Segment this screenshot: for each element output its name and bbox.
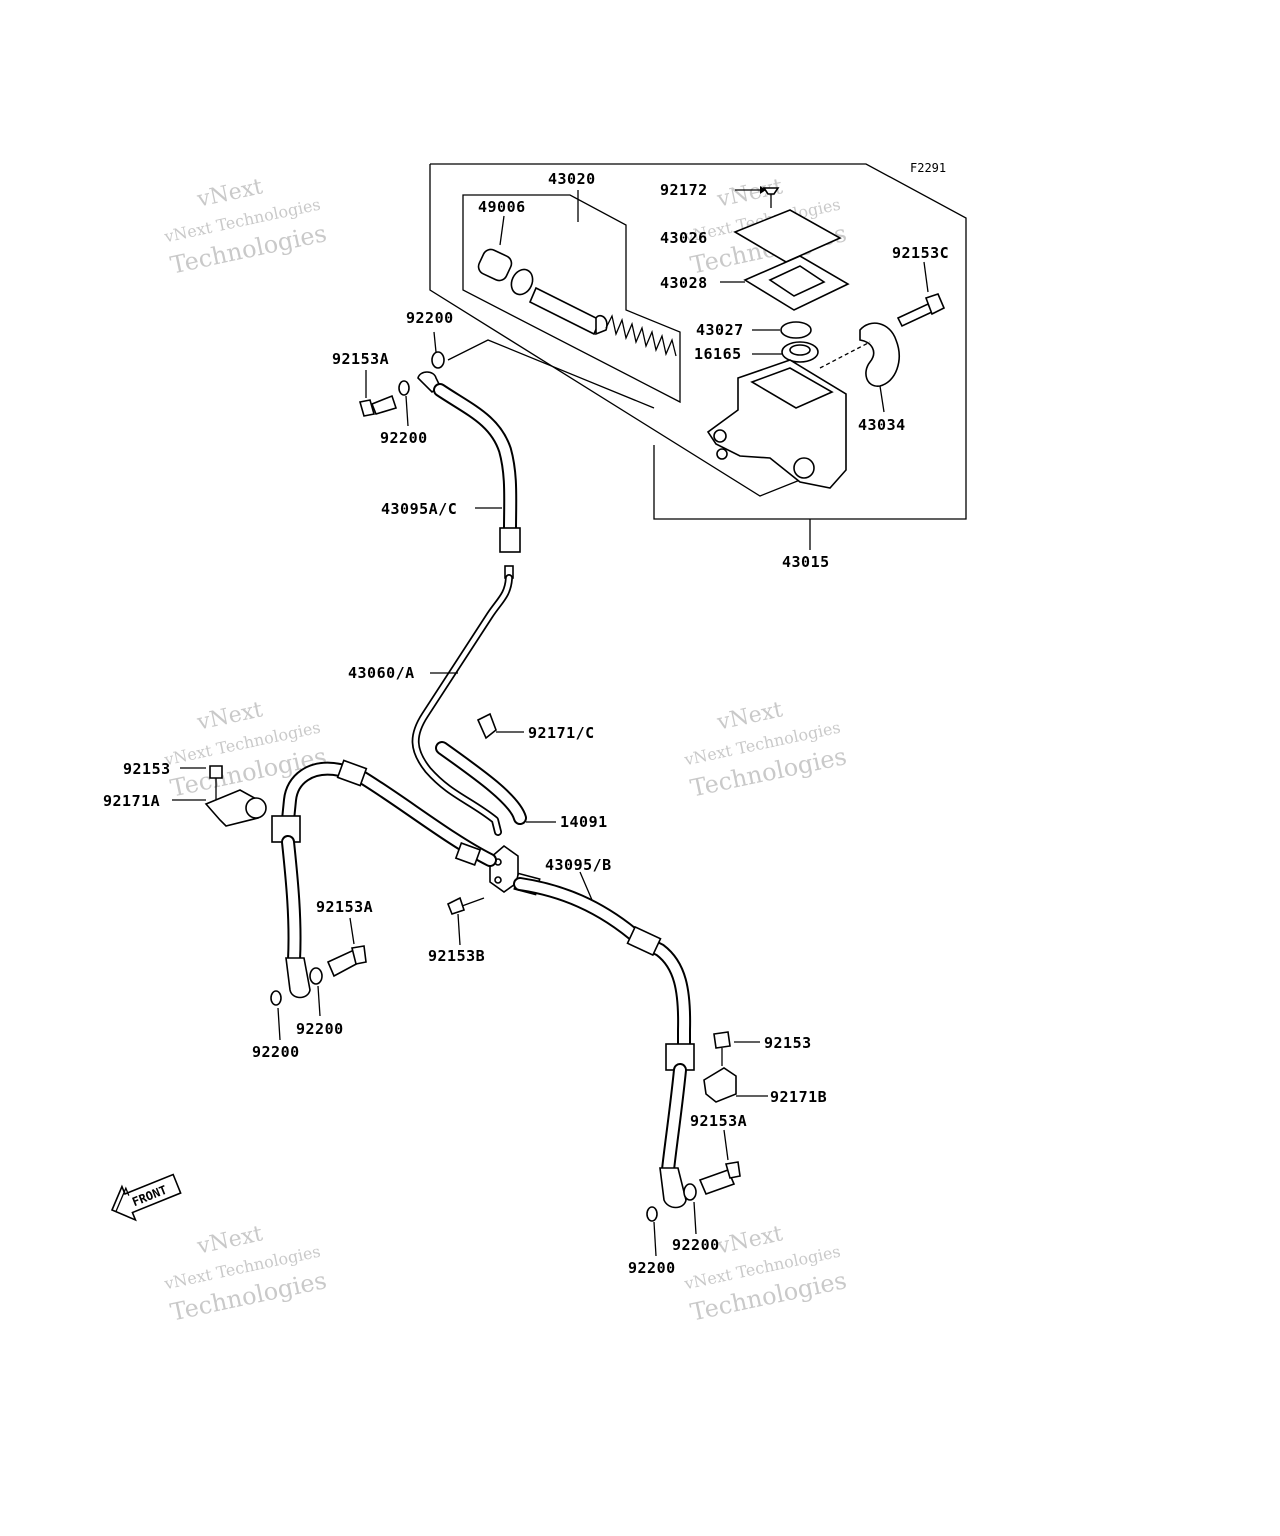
label-43060A: 43060/A (348, 664, 415, 682)
brake-pipe-43060A (411, 565, 514, 836)
label-43027: 43027 (696, 321, 744, 339)
reservoir-cap-43026 (733, 209, 842, 263)
assembly-frame-43015 (429, 163, 967, 520)
label-43015: 43015 (782, 553, 830, 571)
piston-kit-frame-43020 (462, 194, 681, 404)
label-92200-right2: 92200 (628, 1259, 676, 1277)
label-92200-top2: 92200 (380, 429, 428, 447)
bolt-92153-right (713, 1031, 760, 1066)
svg-text:vNext: vNext (714, 697, 785, 735)
label-43020: 43020 (548, 170, 596, 188)
label-92200-left2: 92200 (252, 1043, 300, 1061)
front-arrow-icon: FRONT (110, 1173, 182, 1222)
banjo-bolt-left (270, 917, 367, 1041)
label-92200-top: 92200 (406, 309, 454, 327)
screw-92172 (735, 186, 780, 208)
label-43095B: 43095/B (545, 856, 612, 874)
label-92153-left: 92153 (123, 760, 171, 778)
label-92153A-mid: 92153A (316, 898, 373, 916)
label-43026: 43026 (660, 229, 708, 247)
label-92200-left1: 92200 (296, 1020, 344, 1038)
watermark-bottom-left: vNext vNext Technologies Technologies (162, 1221, 329, 1326)
hose-43095AC (417, 371, 521, 553)
bracket-92171A (172, 789, 267, 827)
figure-code: F2291 (910, 161, 946, 175)
label-92153C: 92153C (892, 244, 949, 262)
label-92153A-top: 92153A (332, 350, 389, 368)
label-92171C: 92171/C (528, 724, 595, 742)
svg-text:vNext: vNext (714, 1221, 785, 1259)
circlip (510, 268, 534, 296)
label-92153A-right: 92153A (690, 1112, 747, 1130)
bolt-92153B (446, 896, 485, 946)
master-cylinder-body (706, 359, 847, 489)
bracket-92171B (703, 1067, 768, 1103)
spring (605, 314, 677, 357)
svg-text:vNext: vNext (194, 174, 265, 212)
hose-left (271, 759, 497, 999)
label-92171B: 92171B (770, 1088, 827, 1106)
label-43028: 43028 (660, 274, 708, 292)
svg-text:vNext: vNext (194, 697, 265, 735)
hose-43095B (513, 871, 695, 1209)
label-92200-right1: 92200 (672, 1236, 720, 1254)
ring-43027 (780, 321, 812, 339)
banjo-frame (447, 339, 655, 409)
diaphragm-43028 (720, 255, 850, 311)
banjo-bolt-right (646, 1129, 741, 1257)
watermark-bottom-right: vNext vNext Technologies Technologies (682, 1221, 849, 1326)
svg-text:vNext: vNext (194, 1221, 265, 1259)
label-92153B: 92153B (428, 947, 485, 965)
label-92171A: 92171A (103, 792, 160, 810)
label-43095AC: 43095A/C (381, 500, 457, 518)
piston (528, 286, 608, 336)
bolt-92153-left (180, 765, 223, 800)
dust-boot-49006 (477, 215, 513, 282)
label-49006: 49006 (478, 198, 526, 216)
assembly-dash (819, 341, 871, 369)
clip-92171C (476, 712, 524, 740)
banjo-bolt-92153A-top (358, 370, 398, 417)
tube-14091 (435, 741, 556, 825)
label-92153-right: 92153 (764, 1034, 812, 1052)
label-43034: 43034 (858, 416, 906, 434)
bolt-92153C (896, 261, 946, 328)
label-92172: 92172 (660, 181, 708, 199)
seal-16165 (752, 341, 819, 363)
label-16165: 16165 (694, 345, 742, 363)
banjo-washers-top (398, 331, 445, 427)
label-14091: 14091 (560, 813, 608, 831)
watermark-top-left: vNext vNext Technologies Technologies (162, 174, 329, 279)
clamp-43034 (859, 322, 900, 413)
watermark-mid-right: vNext vNext Technologies Technologies (682, 697, 849, 802)
